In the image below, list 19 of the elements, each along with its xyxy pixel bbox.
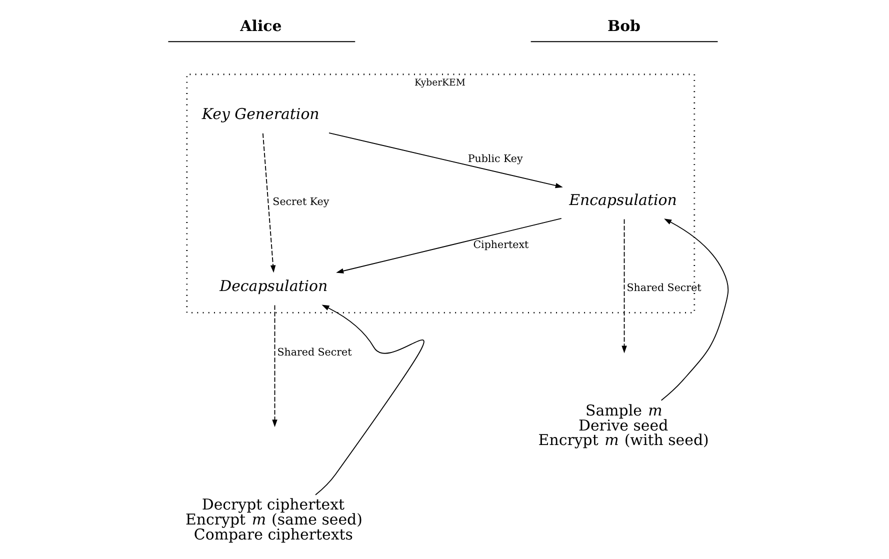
label: Alice xyxy=(240,17,282,36)
node-text: Decapsulation xyxy=(220,276,328,295)
arrow xyxy=(262,132,276,273)
node-text: Encapsulation xyxy=(569,191,677,210)
node-text: Key Generation xyxy=(202,105,320,124)
node-text: Sample m Derive seed Encrypt m (with seed) xyxy=(538,401,709,450)
edge-label: Public Key xyxy=(468,153,523,166)
arrow xyxy=(328,132,563,188)
arrow xyxy=(315,304,424,496)
arrow xyxy=(622,218,627,354)
arrow xyxy=(336,218,562,274)
node-text: Decrypt ciphertext Encrypt m (same seed) Compare ciphertexts xyxy=(186,496,362,544)
edge-label: Shared Secret xyxy=(626,282,702,294)
edge-label: Secret Key xyxy=(272,196,330,208)
arrow xyxy=(272,304,278,428)
edge-label: Ciphertext xyxy=(473,239,529,252)
edge-label: Shared Secret xyxy=(277,346,352,358)
label: Bob xyxy=(607,17,641,36)
arrow xyxy=(660,218,729,401)
